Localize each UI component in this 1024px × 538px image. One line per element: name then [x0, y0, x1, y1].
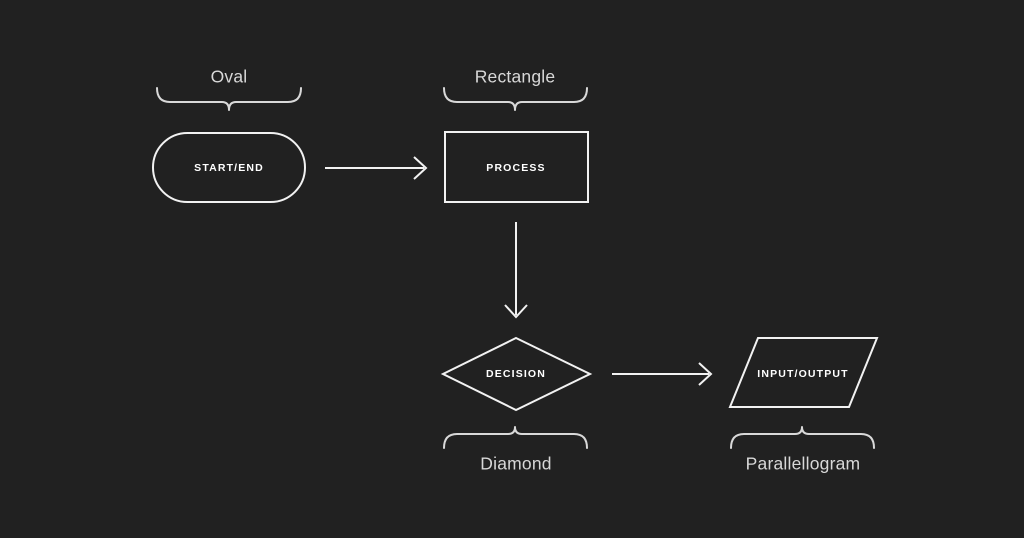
node-input-output[interactable]: INPUT/OUTPUT Parallellogram [728, 337, 879, 474]
annotation-label-oval: Oval [211, 67, 248, 87]
shape-label-input-output: INPUT/OUTPUT [757, 368, 848, 380]
arrowhead-right-top [413, 156, 428, 180]
arrowhead-down [504, 304, 528, 319]
node-start-end[interactable]: Oval START/END [152, 67, 306, 203]
shape-diamond [440, 336, 593, 412]
brace-oval [156, 87, 302, 111]
brace-parallelogram [730, 426, 875, 449]
connector-start-to-process [325, 156, 428, 180]
shape-oval [152, 132, 306, 203]
connector-process-to-decision [504, 222, 528, 319]
brace-rectangle [443, 87, 588, 111]
shape-label-decision: DECISION [486, 368, 546, 380]
annotation-label-rectangle: Rectangle [475, 67, 556, 87]
connector-decision-to-io [612, 362, 713, 386]
brace-diamond [443, 426, 588, 449]
shape-parallelogram [728, 337, 879, 408]
node-process[interactable]: Rectangle PROCESS [443, 67, 589, 203]
shape-label-start-end: START/END [194, 162, 264, 174]
shape-rectangle [444, 131, 589, 203]
annotation-label-diamond: Diamond [480, 454, 551, 474]
shape-label-process: PROCESS [486, 162, 545, 174]
annotation-label-parallelogram: Parallellogram [746, 454, 861, 474]
node-decision[interactable]: DECISION Diamond [440, 336, 593, 474]
arrowhead-right-bottom [698, 362, 713, 386]
